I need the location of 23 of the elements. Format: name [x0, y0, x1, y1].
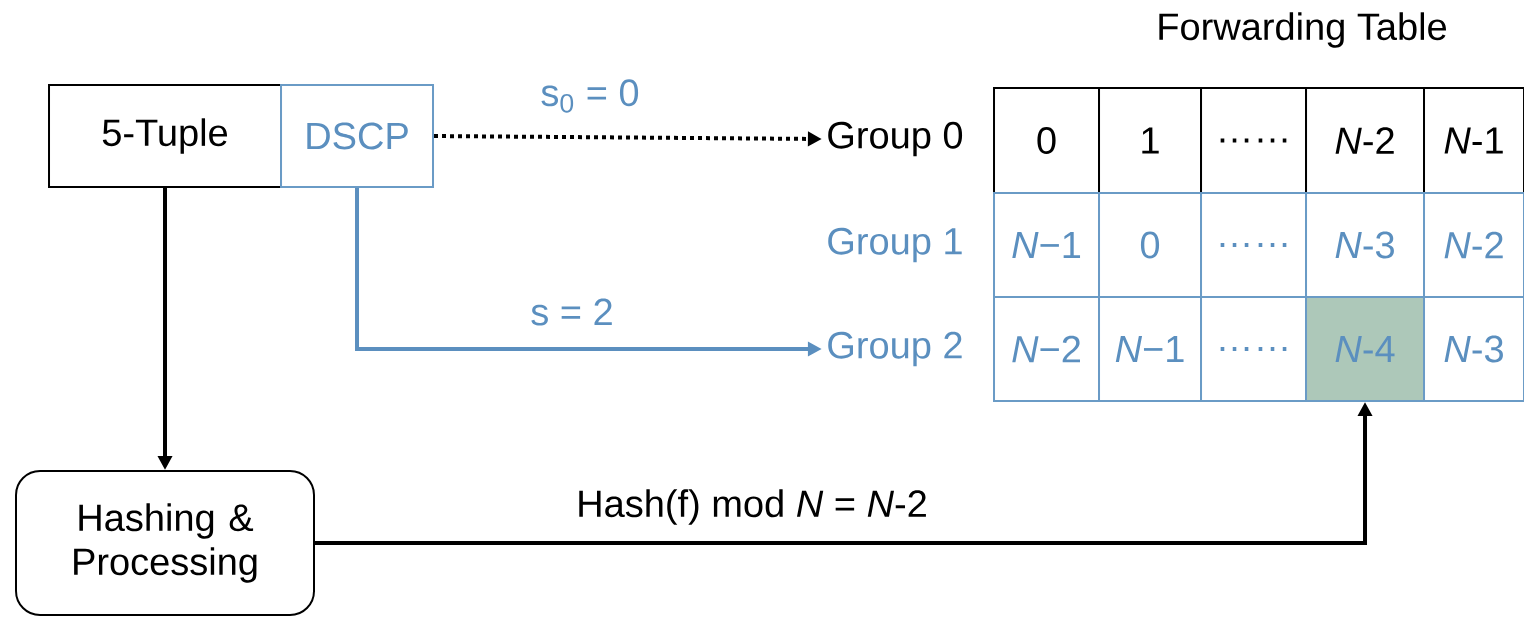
table-title: Forwarding Table	[1159, 12, 1446, 48]
edge-label: s = 2	[528, 296, 616, 328]
table-cell: 0	[993, 87, 1100, 194]
table-cell: N-2	[1305, 87, 1425, 194]
table-cell: N-2	[1423, 192, 1524, 298]
edge-label: Hash(f) mod N = N-2	[574, 487, 930, 527]
table-cell: ……	[1200, 87, 1307, 194]
row-label: Group 2	[828, 331, 962, 367]
table-cell: N−2	[993, 296, 1100, 402]
table-cell: 0	[1098, 192, 1202, 298]
row-label: Group 1	[828, 227, 962, 263]
row-label: Group 0	[828, 121, 963, 157]
table-cell: N-4	[1305, 296, 1425, 402]
table-cell: 1	[1098, 87, 1202, 194]
process-box: Hashing & Processing	[15, 470, 315, 616]
field-box: DSCP	[280, 84, 434, 188]
field-box: 5-Tuple	[48, 84, 282, 188]
table-cell: N-1	[1423, 87, 1524, 194]
table-cell: N-3	[1423, 296, 1524, 402]
table-cell: N−1	[993, 192, 1100, 298]
edge-label: s$_{0}$ = 0	[538, 77, 642, 115]
table-cell: N−1	[1098, 296, 1202, 402]
table-cell: ……	[1200, 192, 1307, 298]
